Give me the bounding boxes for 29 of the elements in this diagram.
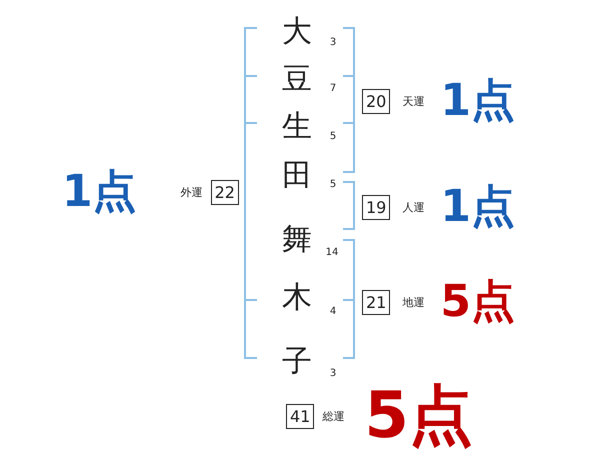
stroke-count: 14 — [326, 248, 338, 258]
stroke-count: 3 — [330, 369, 336, 379]
name-character: 生 — [282, 112, 312, 142]
score-text: 5点 — [364, 384, 473, 448]
name-character: 豆 — [282, 65, 312, 95]
stroke-total: 21 — [362, 290, 390, 314]
stroke-count: 4 — [330, 307, 336, 317]
stroke-total: 22 — [210, 180, 239, 204]
score-text: 1点 — [62, 170, 137, 214]
name-character: 田 — [282, 161, 312, 191]
name-character: 大 — [282, 17, 312, 47]
fortune-label: 人運 — [402, 202, 424, 212]
score-text: 1点 — [440, 185, 515, 229]
stroke-total: 20 — [362, 88, 390, 114]
stroke-count: 5 — [330, 180, 336, 190]
stroke-count: 5 — [330, 132, 336, 142]
name-character: 木 — [282, 283, 312, 313]
name-character: 子 — [282, 347, 312, 377]
stroke-total: 41 — [286, 404, 314, 428]
score-text: 1点 — [440, 79, 515, 123]
fortune-label: 外運 — [180, 186, 203, 198]
score-text: 5点 — [440, 280, 515, 324]
fortune-label: 総運 — [322, 410, 344, 422]
fortune-label: 地運 — [402, 296, 424, 308]
stroke-total: 19 — [362, 194, 390, 220]
name-character: 舞 — [282, 225, 312, 255]
fortune-label: 天運 — [402, 96, 424, 106]
stroke-count: 3 — [330, 38, 336, 48]
stroke-count: 7 — [330, 84, 336, 94]
